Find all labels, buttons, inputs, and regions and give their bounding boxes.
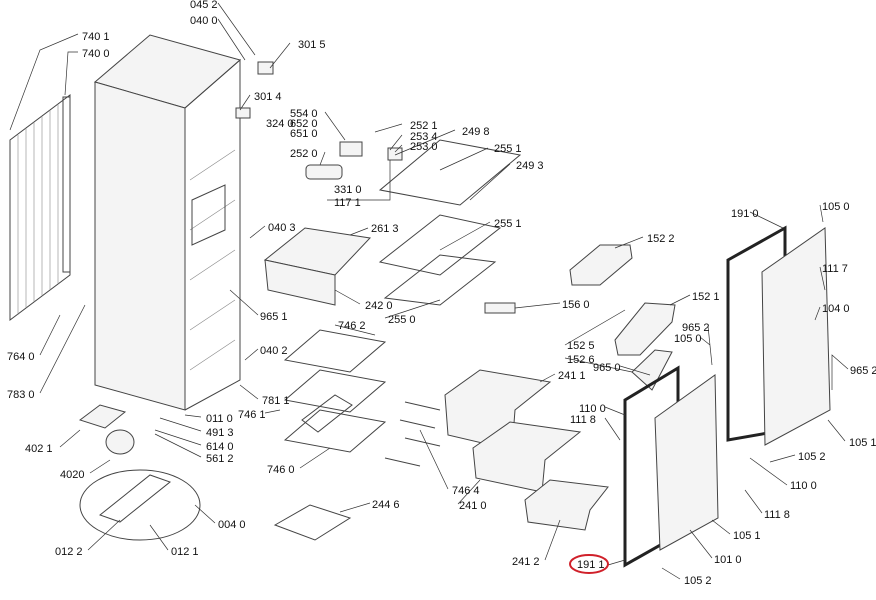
part-label[interactable]: 252 1 [410, 120, 438, 132]
freezer-door [623, 365, 719, 568]
part-label[interactable]: 111 8 [764, 509, 790, 521]
part-label[interactable]: 746 2 [338, 320, 366, 332]
part-label[interactable]: 965 1 [260, 311, 288, 323]
part-label[interactable]: 249 8 [462, 126, 490, 138]
part-label[interactable]: 105 0 [674, 333, 702, 345]
part-label[interactable]: 652 0 [290, 118, 318, 130]
part-label[interactable]: 554 0 [290, 108, 318, 120]
part-label[interactable]: 040 0 [190, 15, 218, 27]
part-label[interactable]: 491 3 [206, 427, 234, 439]
part-label[interactable]: 255 1 [494, 143, 522, 155]
part-label[interactable]: 965 2 [850, 365, 876, 377]
part-label[interactable]: 241 0 [459, 500, 487, 512]
leader-lines [9, 2, 849, 580]
part-label[interactable]: 249 3 [516, 160, 544, 172]
glass-shelves [273, 139, 522, 541]
part-label[interactable]: 241 1 [558, 370, 586, 382]
part-label[interactable]: 110 0 [579, 403, 606, 415]
part-label[interactable]: 105 1 [733, 530, 761, 542]
part-label[interactable]: 040 2 [260, 345, 288, 357]
part-label[interactable]: 101 0 [714, 554, 742, 566]
part-label[interactable]: 764 0 [7, 351, 35, 363]
door-bins [484, 244, 676, 391]
part-label[interactable]: 242 0 [365, 300, 393, 312]
fridge-door [726, 225, 831, 446]
part-label[interactable]: 040 3 [268, 222, 296, 234]
part-label[interactable]: 045 2 [190, 0, 218, 11]
part-label[interactable]: 152 2 [647, 233, 675, 245]
part-label[interactable]: 402 1 [25, 443, 53, 455]
part-label[interactable]: 004 0 [218, 519, 246, 531]
part-label[interactable]: 105 1 [849, 437, 876, 449]
part-label[interactable]: 191 0 [731, 208, 759, 220]
part-label[interactable]: 111 8 [570, 414, 596, 426]
part-label[interactable]: 651 0 [290, 128, 318, 140]
part-label[interactable]: 012 2 [55, 546, 83, 558]
part-label[interactable]: 104 0 [822, 303, 850, 315]
thermostat-assembly [235, 61, 403, 180]
part-label[interactable]: 110 0 [790, 480, 817, 492]
crisper-drawers [444, 369, 609, 531]
part-label[interactable]: 152 1 [692, 291, 720, 303]
wire-shelves [283, 329, 387, 453]
compressor [78, 404, 201, 541]
part-label[interactable]: 4020 [60, 469, 84, 481]
rails [384, 401, 441, 467]
part-label[interactable]: 965 0 [593, 362, 621, 374]
highlight-circle [569, 554, 609, 574]
part-label[interactable]: 252 0 [290, 148, 318, 160]
part-label[interactable]: 105 2 [798, 451, 826, 463]
part-label[interactable]: 614 0 [206, 441, 234, 453]
part-label[interactable]: 781 1 [262, 395, 290, 407]
part-label[interactable]: 011 0 [206, 413, 233, 425]
part-label[interactable]: 740 1 [82, 31, 110, 43]
highlighted-part-label[interactable]: 191 1 [577, 559, 605, 571]
part-label[interactable]: 783 0 [7, 389, 35, 401]
part-label[interactable]: 117 1 [334, 197, 361, 209]
part-label[interactable]: 255 0 [388, 314, 416, 326]
part-label[interactable]: 324 0 [266, 118, 294, 130]
part-label[interactable]: 152 5 [567, 340, 595, 352]
part-label[interactable]: 301 5 [298, 39, 326, 51]
part-label[interactable]: 965 2 [682, 322, 710, 334]
part-label[interactable]: 105 2 [684, 575, 712, 587]
part-label[interactable]: 561 2 [206, 453, 234, 465]
part-label[interactable]: 746 4 [452, 485, 480, 497]
part-label[interactable]: 253 0 [410, 141, 438, 153]
part-label[interactable]: 301 4 [254, 91, 282, 103]
part-label[interactable]: 152 6 [567, 354, 595, 366]
part-labels: 045 2 040 0 740 1 740 0 301 5 301 4 324 … [7, 0, 876, 587]
part-label[interactable]: 740 0 [82, 48, 110, 60]
part-label[interactable]: 261 3 [371, 223, 399, 235]
part-label[interactable]: 012 1 [171, 546, 199, 558]
part-label[interactable]: 253 4 [410, 131, 438, 143]
part-label[interactable]: 746 0 [267, 464, 295, 476]
part-label[interactable]: 105 0 [822, 201, 850, 213]
part-label[interactable]: 331 0 [334, 184, 362, 196]
part-label[interactable]: 111 7 [822, 263, 848, 275]
part-label[interactable]: 244 6 [372, 499, 400, 511]
part-label[interactable]: 156 0 [562, 299, 590, 311]
condenser-coil [9, 94, 71, 321]
cabinet [93, 34, 242, 411]
part-label[interactable]: 241 2 [512, 556, 540, 568]
part-label[interactable]: 255 1 [494, 218, 522, 230]
drawer-top [263, 227, 372, 306]
part-label[interactable]: 746 1 [238, 409, 266, 421]
